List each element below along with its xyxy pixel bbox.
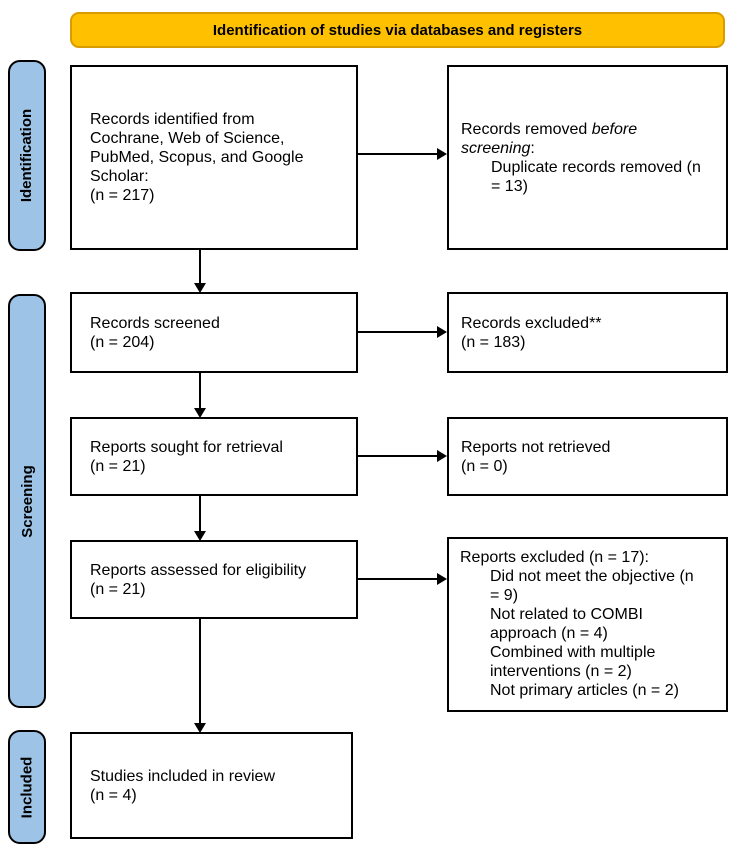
records-identified-count: (n = 217) <box>90 187 155 204</box>
arrowhead-right-icon <box>437 326 447 338</box>
box-reports-assessed: Reports assessed for eligibility (n = 21… <box>70 540 358 619</box>
arrow-shaft <box>199 619 201 725</box>
reports-sought-label: Reports sought for retrieval <box>90 438 283 456</box>
stage-label-identification: Identification <box>8 60 46 251</box>
records-identified-line: Records identified from <box>90 111 255 128</box>
reports-not-retrieved-count: (n = 0) <box>461 457 508 475</box>
arrowhead-down-icon <box>194 283 206 293</box>
arrow-screened-to-sought <box>194 373 206 418</box>
records-removed-label: Records removed before screening: <box>461 120 666 158</box>
studies-included-label: Studies included in review <box>90 767 275 785</box>
arrow-assessed-to-excluded <box>358 573 447 585</box>
box-records-excluded: Records excluded** (n = 183) <box>447 292 728 373</box>
arrowhead-down-icon <box>194 531 206 541</box>
arrow-shaft <box>358 153 439 155</box>
arrow-shaft <box>199 496 201 533</box>
box-records-identified: Records identified from Cochrane, Web of… <box>70 65 358 250</box>
stage-label-screening: Screening <box>8 294 46 708</box>
arrowhead-down-icon <box>194 723 206 733</box>
stage-label-included-text: Included <box>18 756 36 818</box>
arrow-assessed-to-included <box>194 619 206 733</box>
reports-excluded-reason: Not primary articles (n = 2) <box>490 682 679 699</box>
arrow-shaft <box>199 250 201 285</box>
arrowhead-down-icon <box>194 408 206 418</box>
box-reports-not-retrieved: Reports not retrieved (n = 0) <box>447 417 728 496</box>
box-records-removed: Records removed before screening: Duplic… <box>447 65 728 250</box>
banner-title: Identification of studies via databases … <box>70 12 725 48</box>
reports-excluded-reason: Did not meet the objective (n = 9) <box>490 568 694 604</box>
arrow-sought-to-assessed <box>194 496 206 541</box>
stage-label-included: Included <box>8 730 46 844</box>
reports-sought-count: (n = 21) <box>90 457 146 475</box>
records-removed-sub-item: Duplicate records removed (n = 13) <box>491 158 701 195</box>
stage-label-identification-text: Identification <box>18 108 36 203</box>
records-excluded-count: (n = 183) <box>461 333 526 351</box>
box-records-screened: Records screened (n = 204) <box>70 292 358 373</box>
banner-title-text: Identification of studies via databases … <box>212 21 583 39</box>
reports-assessed-label: Reports assessed for eligibility <box>90 561 307 579</box>
stage-label-screening-text: Screening <box>18 464 36 538</box>
arrow-identified-to-screened <box>194 250 206 293</box>
reports-excluded-reason: Not related to COMBI approach (n = 4) <box>490 606 643 642</box>
arrow-sought-to-not-retrieved <box>358 450 447 462</box>
reports-not-retrieved-label: Reports not retrieved <box>461 438 611 456</box>
arrowhead-right-icon <box>437 450 447 462</box>
records-excluded-label: Records excluded** <box>461 314 602 332</box>
records-removed-prefix: Records removed <box>461 120 592 138</box>
records-identified-line: Cochrane, Web of Science, <box>90 130 285 147</box>
arrow-shaft <box>358 331 439 333</box>
arrow-shaft <box>358 578 439 580</box>
records-removed-suffix: : <box>530 139 535 157</box>
arrowhead-right-icon <box>437 573 447 585</box>
reports-excluded-reason: Combined with multiple interventions (n … <box>490 644 656 680</box>
records-identified-line: PubMed, Scopus, and Google <box>90 149 304 166</box>
records-screened-label: Records screened <box>90 314 220 332</box>
records-screened-count: (n = 204) <box>90 333 155 351</box>
box-reports-sought: Reports sought for retrieval (n = 21) <box>70 417 358 496</box>
arrow-shaft <box>199 373 201 410</box>
reports-excluded-title: Reports excluded (n = 17): <box>460 549 649 566</box>
box-studies-included: Studies included in review (n = 4) <box>70 732 353 839</box>
studies-included-count: (n = 4) <box>90 786 137 804</box>
arrow-screened-to-excluded <box>358 326 447 338</box>
arrowhead-right-icon <box>437 148 447 160</box>
reports-assessed-count: (n = 21) <box>90 580 146 598</box>
records-removed-emphasis: before screening <box>461 120 638 157</box>
box-reports-excluded: Reports excluded (n = 17): Did not meet … <box>447 537 728 712</box>
arrow-shaft <box>358 455 439 457</box>
records-identified-line: Scholar: <box>90 168 149 185</box>
arrow-identified-to-removed <box>358 148 447 160</box>
